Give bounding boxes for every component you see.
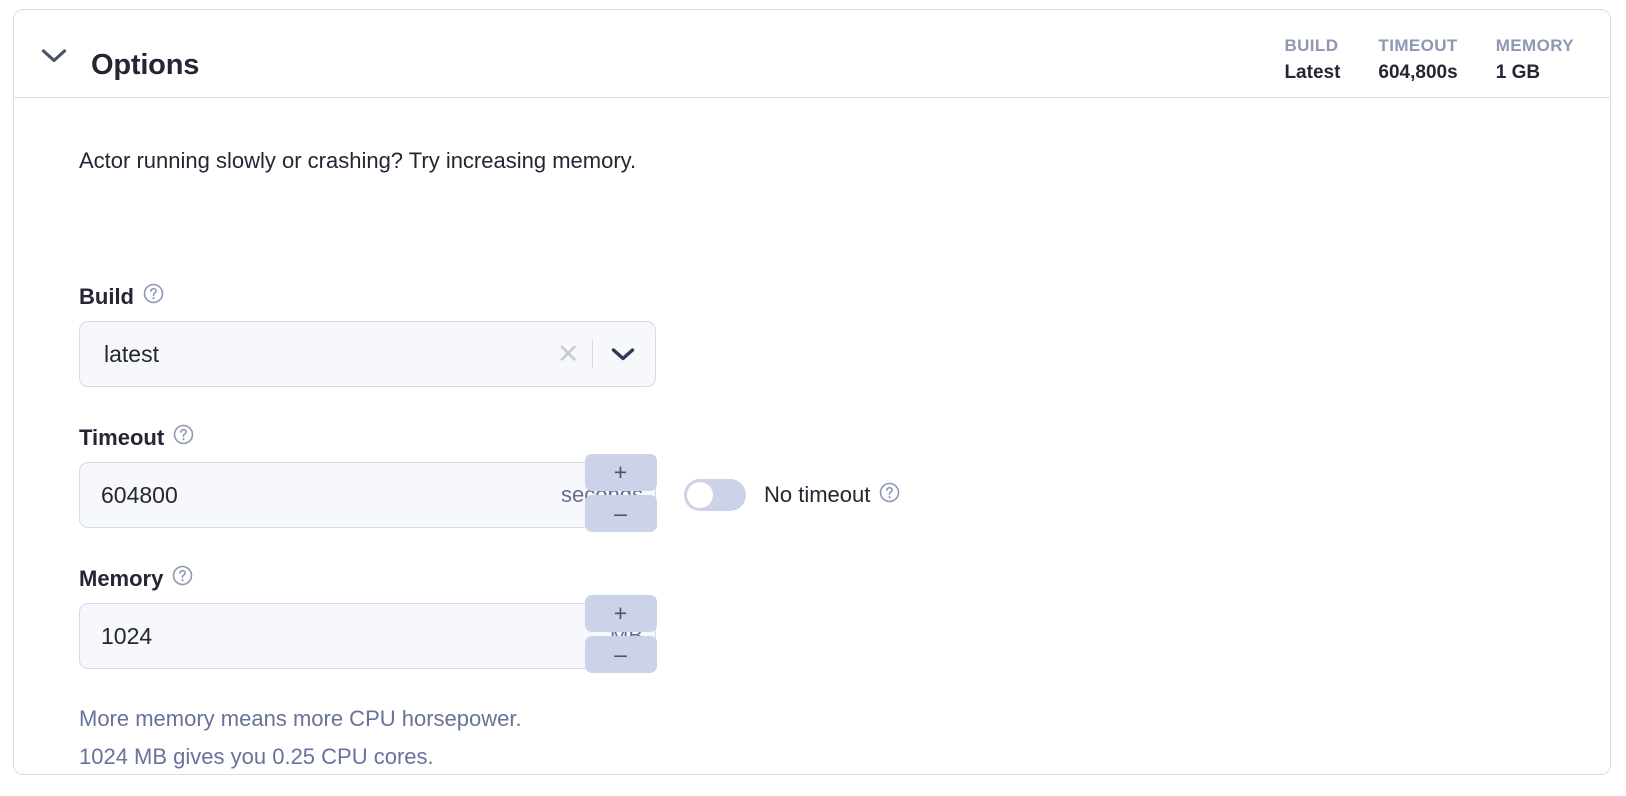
no-timeout-toggle-group: No timeout (684, 479, 900, 511)
no-timeout-label: No timeout (764, 482, 871, 507)
close-icon[interactable]: ✕ (556, 338, 580, 369)
timeout-increment-button[interactable]: + (584, 454, 657, 491)
no-timeout-label-row: No timeout (764, 482, 900, 509)
help-circle-icon[interactable] (172, 565, 193, 593)
options-card: Options BUILD Latest TIMEOUT 604,800s ME… (13, 9, 1611, 775)
stat-build-label: BUILD (1284, 36, 1339, 55)
intro-text: Actor running slowly or crashing? Try in… (79, 148, 637, 173)
build-label-row: Build (79, 283, 656, 311)
no-timeout-toggle[interactable] (684, 479, 746, 511)
stat-timeout-label: TIMEOUT (1378, 36, 1458, 55)
chevron-down-icon (41, 48, 67, 64)
memory-helper-line-1: More memory means more CPU horsepower. (79, 706, 522, 731)
stat-memory: MEMORY 1 GB (1496, 34, 1574, 86)
build-control-row: latest ✕ (79, 321, 656, 387)
memory-label: Memory (79, 566, 164, 591)
header-stats: BUILD Latest TIMEOUT 604,800s MEMORY 1 G… (1284, 34, 1574, 86)
help-circle-icon[interactable] (173, 424, 194, 452)
memory-input-wrapper[interactable]: 1024 MB + – (79, 595, 657, 673)
stat-build-value: Latest (1284, 62, 1341, 83)
memory-input-value[interactable]: 1024 (101, 622, 153, 649)
stat-timeout-value: 604,800s (1378, 62, 1458, 83)
timeout-label: Timeout (79, 425, 165, 450)
stat-build: BUILD Latest (1284, 34, 1340, 86)
build-select-value: latest (104, 340, 159, 367)
chevron-down-icon[interactable] (593, 347, 655, 362)
timeout-control-row: 604800 seconds + – No timeout (79, 454, 900, 532)
stat-timeout: TIMEOUT 604,800s (1378, 34, 1457, 86)
memory-label-row: Memory (79, 565, 656, 593)
collapse-toggle-button[interactable] (35, 43, 73, 69)
stat-memory-label: MEMORY (1495, 36, 1574, 55)
build-label: Build (79, 284, 134, 309)
timeout-field-group: Timeout 604800 seconds + – (79, 424, 900, 532)
timeout-label-row: Timeout (79, 424, 900, 452)
timeout-decrement-button[interactable]: – (584, 495, 657, 532)
toggle-knob (687, 482, 713, 508)
timeout-input-value[interactable]: 604800 (101, 481, 178, 508)
help-circle-icon[interactable] (879, 482, 900, 509)
memory-helper-line-2: 1024 MB gives you 0.25 CPU cores. (79, 744, 434, 769)
memory-helper-text: More memory means more CPU horsepower. 1… (79, 700, 522, 776)
page-title: Options (91, 49, 200, 81)
timeout-stepper: + – (584, 454, 657, 532)
build-field-group: Build latest ✕ (79, 283, 656, 387)
help-circle-icon[interactable] (143, 283, 164, 311)
memory-field-group: Memory 1024 MB + – (79, 565, 657, 673)
build-select[interactable]: latest ✕ (79, 321, 656, 387)
timeout-input-wrapper[interactable]: 604800 seconds + – (79, 454, 657, 532)
select-divider (591, 340, 593, 368)
memory-decrement-button[interactable]: – (584, 636, 657, 673)
memory-stepper: + – (584, 595, 657, 673)
stat-memory-value: 1 GB (1495, 62, 1541, 83)
options-card-header: Options BUILD Latest TIMEOUT 604,800s ME… (14, 10, 1610, 98)
memory-increment-button[interactable]: + (584, 595, 657, 632)
memory-control-row: 1024 MB + – (79, 595, 657, 673)
